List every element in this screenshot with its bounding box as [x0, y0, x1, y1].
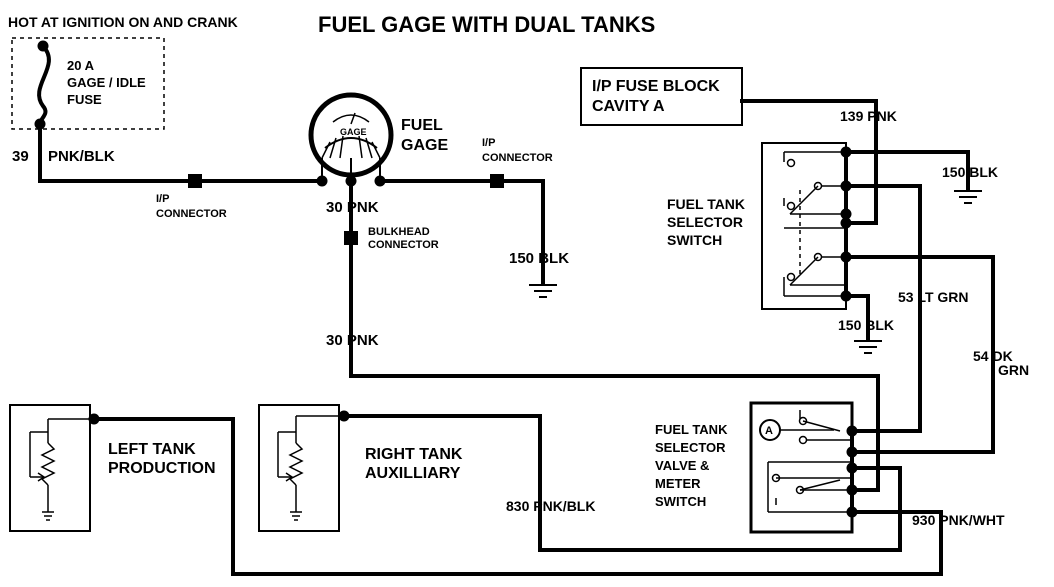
ip-connector-left-icon — [188, 174, 202, 188]
ip-connector-left-line1: I/P — [156, 193, 169, 205]
wire-54-label-line1: 54 DK — [973, 348, 1013, 364]
right-tank-sender-icon — [277, 415, 344, 521]
left-tank-sender-icon — [29, 418, 94, 521]
fuse-name: GAGE / IDLE — [67, 75, 146, 90]
ip-connector-right-icon — [490, 174, 504, 188]
wire-139-label: 139 PNK — [840, 108, 897, 124]
wire-150-gage-ground — [378, 179, 545, 286]
valve-line4: METER — [655, 476, 701, 491]
ground-icon-top-right — [954, 190, 982, 204]
wire-150-top-right-label: 150 BLK — [942, 164, 998, 180]
selector-switch-line2: SELECTOR — [667, 214, 743, 230]
selector-switch-contacts — [783, 151, 846, 297]
wire-830 — [342, 414, 902, 552]
selector-switch-line3: SWITCH — [667, 232, 722, 248]
right-tank-line1: RIGHT TANK — [365, 446, 463, 463]
wire-30-lower-label: 30 PNK — [326, 332, 379, 349]
wire-54-label-line2: GRN — [998, 362, 1029, 378]
wire-39-color: PNK/BLK — [48, 148, 115, 165]
left-tank-line2: PRODUCTION — [108, 460, 216, 477]
bulkhead-line2: CONNECTOR — [368, 239, 439, 251]
wire-30 — [349, 179, 880, 433]
gage-face-label: GAGE — [340, 127, 367, 137]
meter-symbol: A — [765, 425, 773, 437]
selector-switch-line1: FUEL TANK — [667, 196, 745, 212]
selector-valve-contacts — [759, 410, 852, 513]
wire-53-label: 53 LT GRN — [898, 289, 969, 305]
ip-connector-right-line2: CONNECTOR — [482, 152, 553, 164]
wire-53 — [844, 184, 922, 433]
ground-icon-center — [529, 284, 557, 298]
wire-54 — [844, 255, 995, 454]
wire-39-number: 39 — [12, 148, 29, 165]
right-tank-line2: AUXILLIARY — [365, 465, 461, 482]
wire-830-label: 830 PNK/BLK — [506, 498, 595, 514]
fuel-gage-icon — [308, 92, 394, 187]
wire-150-switch-label: 150 BLK — [838, 317, 894, 333]
bulkhead-connector-icon — [344, 231, 358, 245]
left-tank-line1: LEFT TANK — [108, 441, 196, 458]
valve-line1: FUEL TANK — [655, 422, 728, 437]
bulkhead-line1: BULKHEAD — [368, 226, 430, 238]
wire-150-top-right — [844, 150, 970, 192]
wire-930-label: 930 PNK/WHT — [912, 512, 1005, 528]
valve-line2: SELECTOR — [655, 440, 726, 455]
wire-150-switch-ground — [844, 294, 870, 342]
wire-150-center-label: 150 BLK — [509, 250, 569, 267]
hot-at-ignition-label: HOT AT IGNITION ON AND CRANK — [8, 14, 238, 30]
diagram-title: FUEL GAGE WITH DUAL TANKS — [318, 12, 655, 37]
valve-line5: SWITCH — [655, 494, 706, 509]
selector-switch-housing — [761, 142, 847, 310]
ip-connector-left-line2: CONNECTOR — [156, 208, 227, 220]
ground-icon-switch — [854, 340, 882, 354]
fuse-housing — [11, 37, 165, 130]
fuel-gage-label-line2: GAGE — [401, 137, 448, 154]
ip-fuse-block — [580, 67, 743, 126]
wire-30-valve-link — [850, 429, 880, 492]
left-tank-housing — [9, 404, 91, 532]
fuse-rating: 20 A — [67, 58, 95, 73]
fuse-label: FUSE — [67, 92, 102, 107]
fuse-block-line2: CAVITY A — [592, 98, 665, 115]
fuel-gage-label-line1: FUEL — [401, 117, 443, 134]
fuse-block-line1: I/P FUSE BLOCK — [592, 78, 720, 95]
right-tank-housing — [258, 404, 340, 532]
wire-930 — [92, 417, 943, 576]
ip-connector-right-line1: I/P — [482, 137, 495, 149]
fuse-symbol — [34, 40, 51, 130]
wire-30-top-label: 30 PNK — [326, 199, 379, 216]
valve-line3: VALVE & — [655, 458, 709, 473]
wire-139 — [740, 99, 878, 225]
wire-39 — [38, 122, 324, 183]
